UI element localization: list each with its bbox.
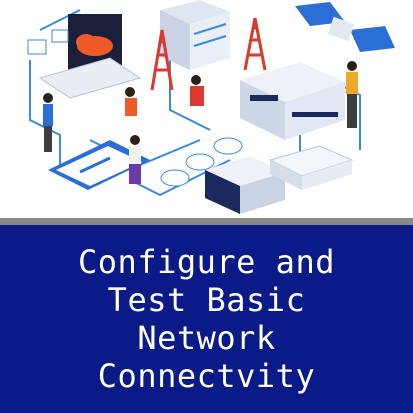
- title-banner: Configure and Test Basic Network Connect…: [0, 225, 413, 413]
- data-center-icon: [205, 62, 345, 214]
- satellite-icon: [295, 2, 395, 52]
- isometric-network-scene: [27, 0, 395, 214]
- wifi-icon: [160, 137, 243, 187]
- network-illustration: [27, 0, 395, 214]
- person-icon: [43, 61, 358, 184]
- course-title-line-4: Connectvity: [97, 357, 316, 395]
- router-icon: [268, 145, 354, 190]
- smartphone-icon: [48, 140, 150, 190]
- course-title-line-2: Test Basic: [107, 281, 306, 319]
- small-ui-icons: [27, 29, 69, 55]
- cell-tower-icon: [150, 17, 267, 91]
- course-title-line-3: Network: [137, 319, 276, 357]
- course-title-line-1: Configure and: [78, 243, 335, 281]
- laptop-cloud-icon: [38, 14, 142, 99]
- divider-bar: [0, 218, 413, 225]
- server-rack-icon: [160, 0, 230, 70]
